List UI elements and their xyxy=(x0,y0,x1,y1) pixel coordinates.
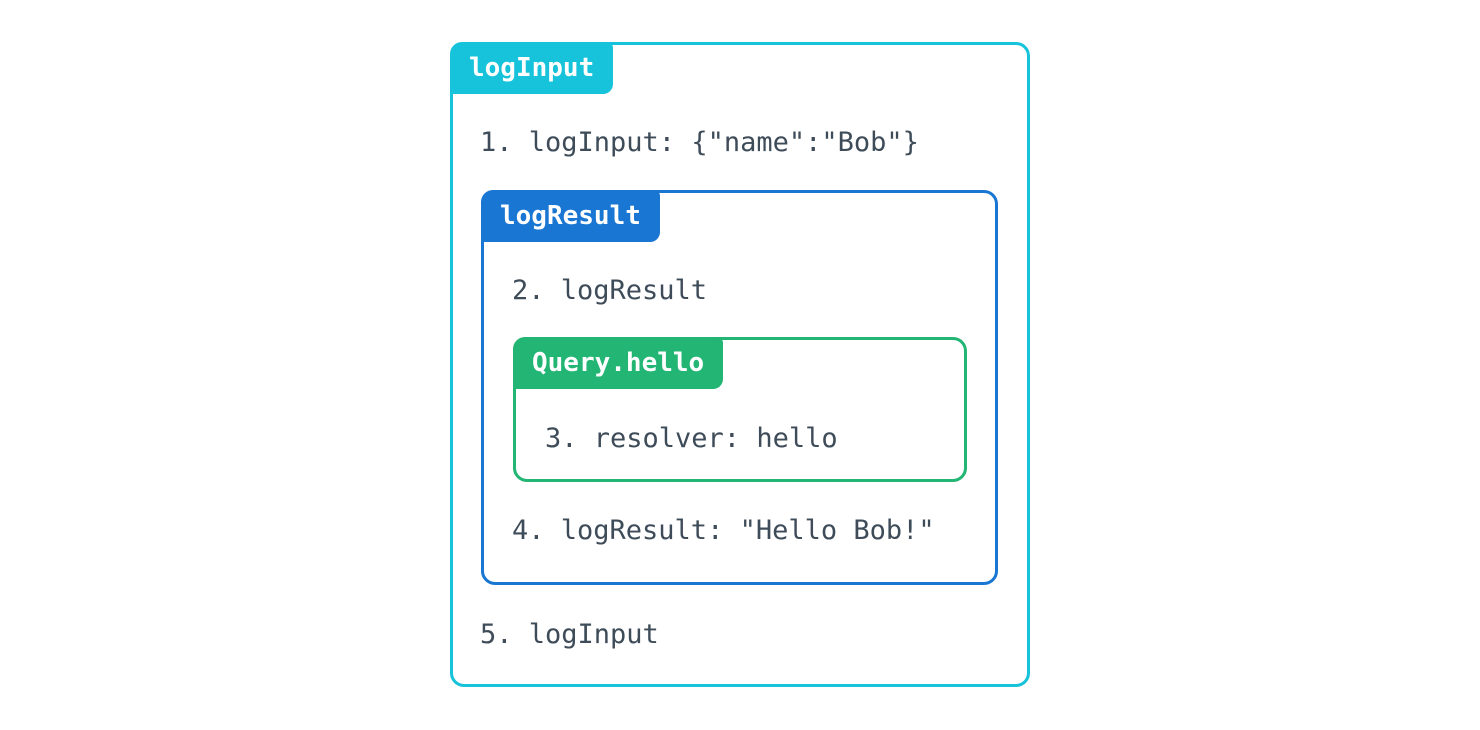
query-hello-label: Query.hello xyxy=(513,337,724,389)
step-2-text: 2. logResult xyxy=(512,275,708,306)
loginput-label: logInput xyxy=(450,42,614,94)
step-4-text: 4. logResult: "Hello Bob!" xyxy=(512,515,935,546)
loginput-frame: logInput 1. logInput: {"name":"Bob"} log… xyxy=(450,42,1030,687)
step-5-text: 5. logInput xyxy=(480,619,659,650)
step-1-text: 1. logInput: {"name":"Bob"} xyxy=(480,127,919,158)
logresult-label: logResult xyxy=(481,190,660,242)
query-hello-frame: Query.hello 3. resolver: hello xyxy=(513,337,967,482)
step-3-text: 3. resolver: hello xyxy=(545,423,838,454)
logresult-frame: logResult 2. logResult Query.hello 3. re… xyxy=(481,190,998,585)
